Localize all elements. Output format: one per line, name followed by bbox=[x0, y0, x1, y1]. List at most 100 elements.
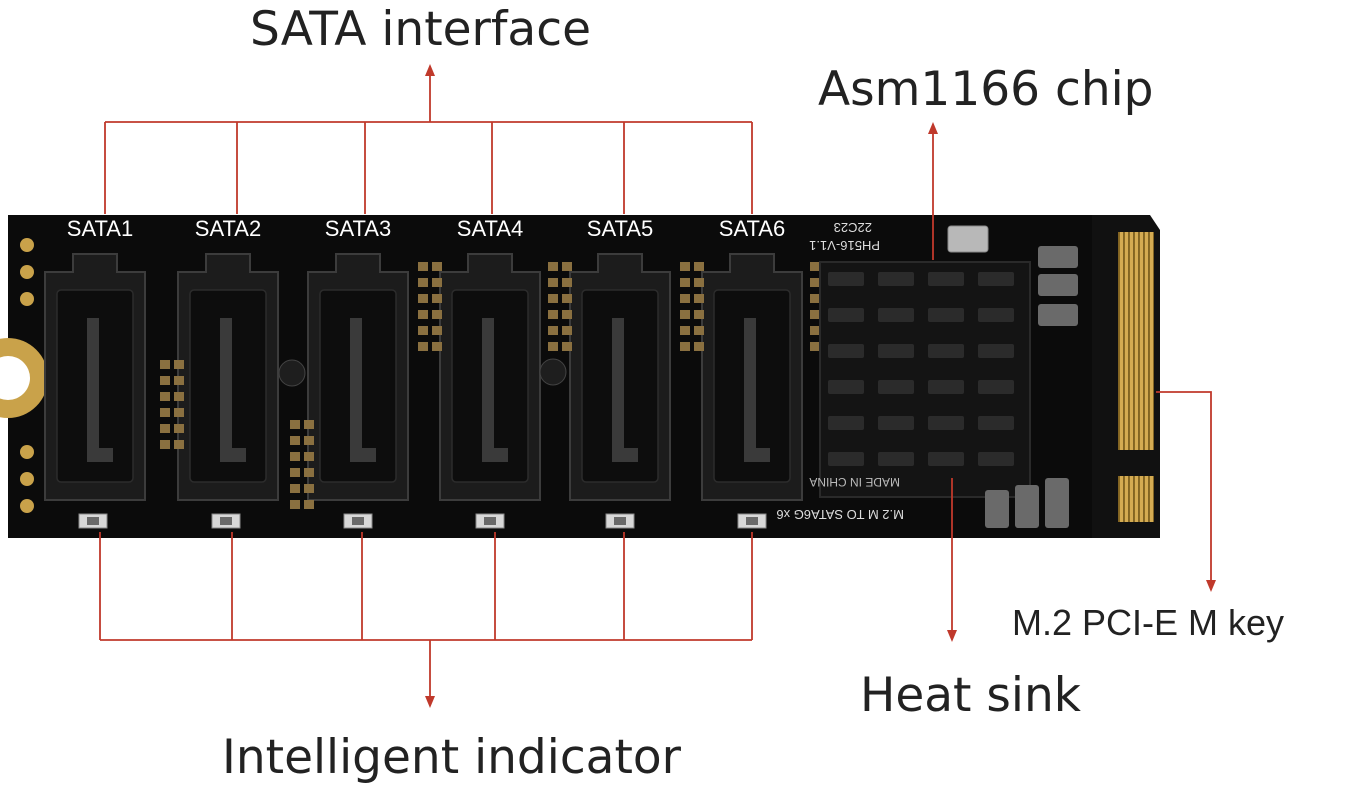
smd-b-3-5 bbox=[562, 342, 572, 351]
fin-2-2 bbox=[928, 344, 964, 358]
fin-2-1 bbox=[878, 344, 914, 358]
smd-b-4-5 bbox=[694, 342, 704, 351]
arrow-indicator bbox=[425, 696, 435, 708]
led-5 bbox=[605, 513, 635, 529]
sata-port-5 bbox=[569, 253, 671, 501]
smd-3-0 bbox=[548, 262, 558, 271]
fin-3-0 bbox=[828, 380, 864, 394]
smd-1-1 bbox=[290, 436, 300, 445]
smd-b-4-0 bbox=[694, 262, 704, 271]
port-labels: SATA1 SATA2 SATA3 SATA4 SATA5 SATA6 bbox=[67, 216, 785, 241]
smd-b-2-4 bbox=[432, 326, 442, 335]
mounting-hole bbox=[0, 338, 48, 418]
smd-1-3 bbox=[290, 468, 300, 477]
smd-b-0-1 bbox=[174, 376, 184, 385]
smd-4-2 bbox=[680, 294, 690, 303]
fin-4-0 bbox=[828, 416, 864, 430]
smd-0-5 bbox=[160, 440, 170, 449]
port-label-5: SATA5 bbox=[587, 216, 653, 241]
fin-1-1 bbox=[878, 308, 914, 322]
led-indicators bbox=[78, 513, 767, 529]
led-6 bbox=[737, 513, 767, 529]
callout-sata-interface: SATA interface bbox=[250, 2, 591, 57]
smd-5-3 bbox=[810, 310, 820, 319]
fin-4-3 bbox=[978, 416, 1014, 430]
led-2 bbox=[211, 513, 241, 529]
fin-1-3 bbox=[978, 308, 1014, 322]
smd-b-1-4 bbox=[304, 484, 314, 493]
board-date-code: 22C23 bbox=[834, 220, 872, 235]
callout-lines bbox=[99, 74, 1212, 698]
smd-0-0 bbox=[160, 360, 170, 369]
smd-5-4 bbox=[810, 326, 820, 335]
smd-1-4 bbox=[290, 484, 300, 493]
callout-asm-chip: Asm1166 chip bbox=[818, 62, 1154, 117]
smd-b-2-2 bbox=[432, 294, 442, 303]
smd-b-1-2 bbox=[304, 452, 314, 461]
smd-5-5 bbox=[810, 342, 820, 351]
smd-b-4-4 bbox=[694, 326, 704, 335]
board-caption: M.2 M TO SATA6G x6 bbox=[776, 507, 904, 522]
sata-port-6 bbox=[701, 253, 803, 501]
smd-2-2 bbox=[418, 294, 428, 303]
smd-b-1-3 bbox=[304, 468, 314, 477]
smd-1-0 bbox=[290, 420, 300, 429]
sata-ports bbox=[44, 253, 803, 501]
inductor-1 bbox=[278, 359, 306, 387]
inductor-2 bbox=[539, 358, 567, 386]
fin-3-3 bbox=[978, 380, 1014, 394]
smd-b-0-3 bbox=[174, 408, 184, 417]
smd-3-3 bbox=[548, 310, 558, 319]
smd-b-3-1 bbox=[562, 278, 572, 287]
smd-4-1 bbox=[680, 278, 690, 287]
smd-b-2-1 bbox=[432, 278, 442, 287]
port-label-6: SATA6 bbox=[719, 216, 785, 241]
smd-b-3-3 bbox=[562, 310, 572, 319]
smd-b-2-0 bbox=[432, 262, 442, 271]
smd-5-0 bbox=[810, 262, 820, 271]
heat-sink bbox=[819, 261, 1031, 498]
port-label-2: SATA2 bbox=[195, 216, 261, 241]
fin-3-2 bbox=[928, 380, 964, 394]
fin-0-0 bbox=[828, 272, 864, 286]
test-pads bbox=[20, 238, 34, 513]
fin-0-2 bbox=[928, 272, 964, 286]
smd-1-5 bbox=[290, 500, 300, 509]
fin-5-3 bbox=[978, 452, 1014, 466]
smd-b-4-1 bbox=[694, 278, 704, 287]
smd-b-3-4 bbox=[562, 326, 572, 335]
smd-b-1-1 bbox=[304, 436, 314, 445]
fin-5-1 bbox=[878, 452, 914, 466]
smd-0-2 bbox=[160, 392, 170, 401]
sata-port-4 bbox=[439, 253, 541, 501]
smd-b-0-2 bbox=[174, 392, 184, 401]
smd-b-0-5 bbox=[174, 440, 184, 449]
led-3 bbox=[343, 513, 373, 529]
arrow-mkey bbox=[1206, 580, 1216, 592]
smd-2-5 bbox=[418, 342, 428, 351]
arrow-asm bbox=[928, 122, 938, 134]
fin-1-2 bbox=[928, 308, 964, 322]
callout-m2-key: M.2 PCI-E M key bbox=[1012, 602, 1285, 643]
smd-3-2 bbox=[548, 294, 558, 303]
fin-2-0 bbox=[828, 344, 864, 358]
led-4 bbox=[475, 513, 505, 529]
capacitors-right bbox=[985, 246, 1078, 528]
smd-4-4 bbox=[680, 326, 690, 335]
smd-b-3-0 bbox=[562, 262, 572, 271]
led-1 bbox=[78, 513, 108, 529]
smd-3-1 bbox=[548, 278, 558, 287]
smd-b-0-4 bbox=[174, 424, 184, 433]
callout-heat-sink: Heat sink bbox=[860, 668, 1081, 723]
smd-5-1 bbox=[810, 278, 820, 287]
smd-3-5 bbox=[548, 342, 558, 351]
smd-b-0-0 bbox=[174, 360, 184, 369]
fin-5-2 bbox=[928, 452, 964, 466]
sata-port-1 bbox=[44, 253, 146, 501]
gold-fingers bbox=[1118, 232, 1154, 522]
smd-0-3 bbox=[160, 408, 170, 417]
smd-2-1 bbox=[418, 278, 428, 287]
smd-2-3 bbox=[418, 310, 428, 319]
